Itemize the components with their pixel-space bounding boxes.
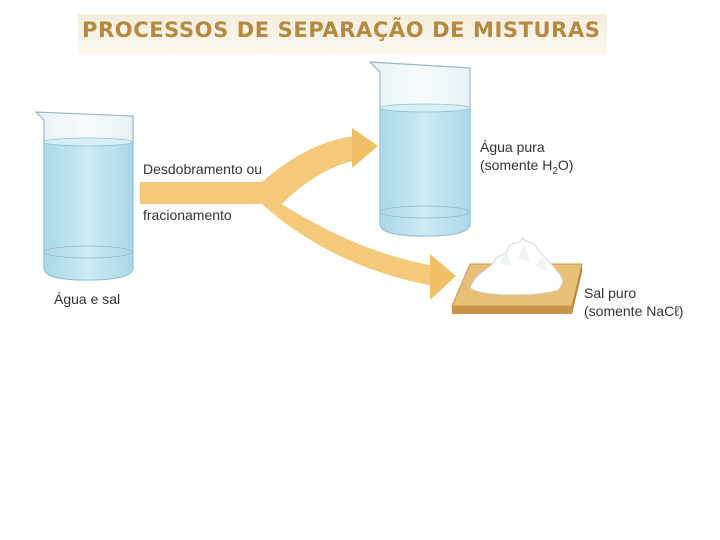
process-label-line1: Desdobramento ou <box>143 161 263 177</box>
page-title: PROCESSOS DE SEPARAÇÃO DE MISTURAS <box>78 14 607 54</box>
mixture-label: Água e sal <box>54 291 121 307</box>
water-formula-prefix: (somente H <box>480 157 553 173</box>
salt-label-line1: Sal puro <box>584 285 637 301</box>
water-formula-suffix: O) <box>557 157 574 173</box>
salt-tray-icon <box>451 237 583 314</box>
salt-label-line2: (somente NaCℓ) <box>584 303 684 319</box>
process-arrow-icon <box>140 128 456 300</box>
process-label-line2: fracionamento <box>143 207 232 223</box>
water-label-line1: Água pura <box>480 139 545 155</box>
mixture-beaker-icon <box>34 111 134 281</box>
water-formula-subscript: 2 <box>552 165 558 177</box>
water-beaker-icon <box>368 61 471 237</box>
water-label-line2: (somente H2O) <box>480 156 573 181</box>
